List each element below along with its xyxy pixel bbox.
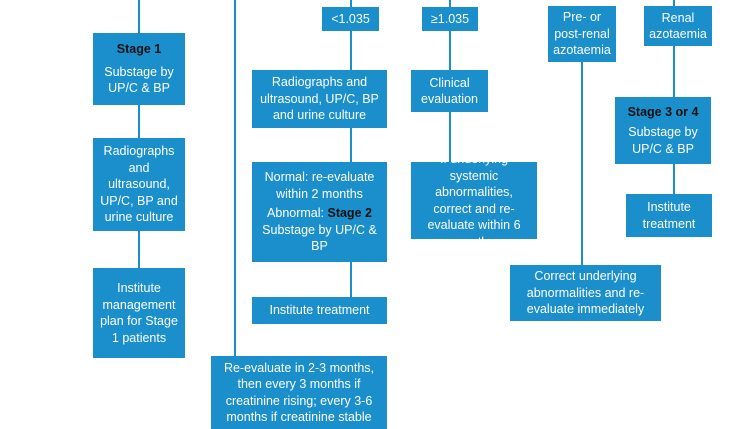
abnormal-label: Abnormal: Stage 2 — [267, 205, 372, 222]
box-label: Radiographs and ultrasound, UP/C, BP and… — [260, 75, 379, 123]
connector-line — [350, 128, 352, 162]
institute-treatment-right-box: Institute treatment — [626, 194, 712, 237]
box-label: Clinical evaluation — [421, 75, 478, 107]
underlying-systemic-box: If underlying systemic abnormalities, co… — [411, 152, 537, 249]
stage1-radiographs-box: Radiographs and ultrasound, UP/C, BP and… — [93, 138, 185, 231]
connector-line — [673, 46, 675, 97]
box-label: Institute treatment — [269, 303, 370, 318]
connector-line — [449, 112, 451, 162]
abnormal-stage: Stage 2 — [327, 206, 372, 221]
connector-line — [449, 31, 451, 70]
institute-treatment-mid-box: Institute treatment — [252, 297, 387, 324]
connector-line — [350, 31, 352, 70]
connector-line — [449, 0, 451, 7]
box-heading: Stage 1 — [116, 42, 162, 57]
normal-abnormal-box: Normal: re-evaluate within 2 months Abno… — [252, 162, 387, 262]
box-label: Pre- or post-renal azotaemia — [553, 10, 611, 58]
connector-line — [350, 0, 352, 7]
institute-plan-box: Institute management plan for Stage 1 pa… — [93, 268, 185, 358]
box-label: Correct underlying abnormalities and re-… — [526, 269, 645, 317]
radiographs-urine-box: Radiographs and ultrasound, UP/C, BP and… — [252, 70, 387, 128]
box-label: Substage by UP/C & BP — [628, 125, 698, 156]
box-label: Institute treatment — [642, 200, 696, 231]
box-label: ≥1.035 — [430, 11, 470, 26]
renal-azotaemia-box: Renal azotaemia — [644, 6, 712, 46]
normal-label: Normal: re-evaluate within 2 months — [264, 170, 375, 201]
abnormal-substage: Substage by UP/C & BP — [262, 222, 377, 254]
box-label: Re-evaluate in 2-3 months, then every 3 … — [223, 360, 375, 425]
box-heading: Stage 3 or 4 — [627, 104, 699, 119]
connector-line — [581, 62, 583, 265]
connector-line — [673, 0, 675, 6]
box-label: Institute management plan for Stage 1 pa… — [100, 281, 178, 345]
box-label: If underlying systemic abnormalities, co… — [427, 152, 521, 249]
connector-line — [138, 0, 140, 33]
connector-line — [350, 262, 352, 297]
connector-line — [138, 231, 140, 268]
connector-line — [138, 105, 140, 138]
stage-1-box: Stage 1 Substage by UP/C & BP — [93, 33, 185, 105]
box-label: <1.035 — [331, 11, 370, 26]
connector-line — [673, 164, 675, 194]
correct-underlying-box: Correct underlying abnormalities and re-… — [510, 265, 661, 321]
box-label: Radiographs and ultrasound, UP/C, BP and… — [100, 144, 178, 225]
clinical-evaluation-box: Clinical evaluation — [411, 70, 488, 112]
reevaluate-box: Re-evaluate in 2-3 months, then every 3 … — [211, 356, 387, 429]
sg-above-1035-box: ≥1.035 — [422, 7, 478, 31]
pre-post-renal-box: Pre- or post-renal azotaemia — [548, 6, 616, 62]
sg-below-1035-box: <1.035 — [322, 7, 379, 31]
stage-3-or-4-box: Stage 3 or 4 Substage by UP/C & BP — [615, 97, 711, 164]
box-label: Renal azotaemia — [649, 10, 707, 42]
box-label: Substage by UP/C & BP — [104, 64, 174, 96]
abnormal-prefix: Abnormal: — [267, 206, 328, 221]
connector-line — [234, 0, 236, 356]
